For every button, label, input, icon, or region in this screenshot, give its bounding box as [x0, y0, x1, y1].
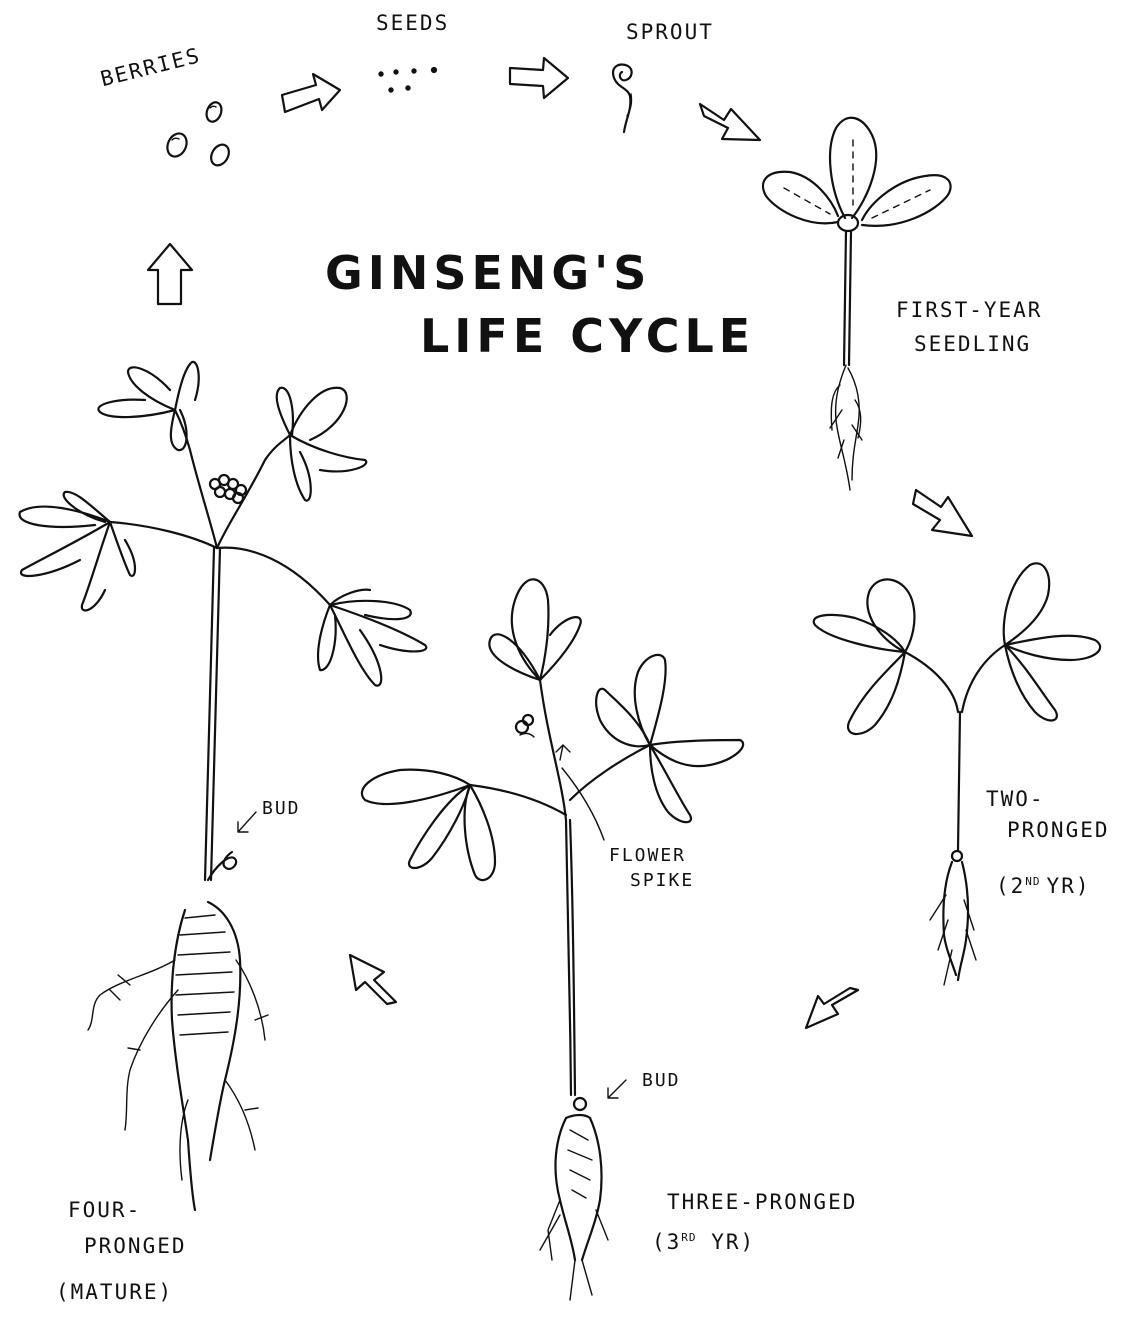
flower-spike-pointer	[562, 768, 604, 840]
label-two-pronged-year-post: YR)	[1047, 874, 1091, 898]
two-pronged-plant-illustration	[814, 563, 1100, 985]
label-bud-three: BUD	[642, 1070, 681, 1092]
label-two-pronged-year-sup: ND	[1025, 875, 1040, 888]
diagram-title-line1: GINSENG'S	[325, 250, 651, 296]
label-three-pronged-year-sup: RD	[681, 1231, 696, 1244]
label-seedling-line2: SEEDLING	[914, 332, 1031, 357]
label-flower-spike-line2: SPIKE	[630, 870, 694, 892]
label-two-pronged-year-pre: (2	[996, 874, 1025, 898]
bud-pointer-three	[608, 1080, 626, 1098]
label-seeds: SEEDS	[376, 11, 449, 36]
label-flower-spike-line1: FLOWER	[609, 845, 686, 867]
label-two-pronged-line2: PRONGED	[1007, 818, 1110, 843]
arrow-sprout-to-seedling	[700, 104, 760, 140]
sprout-illustration	[613, 65, 632, 133]
label-three-pronged-year-pre: (3	[652, 1230, 681, 1254]
label-four-pronged-line2: PRONGED	[84, 1234, 187, 1259]
seeds-illustration	[379, 67, 437, 92]
arrow-three-to-four-pronged	[350, 955, 396, 1004]
arrow-two-to-three-pronged	[806, 988, 858, 1028]
arrow-four-pronged-to-berries	[148, 244, 192, 304]
arrow-berries-to-seeds	[282, 74, 340, 112]
berries-illustration	[164, 100, 233, 168]
label-three-pronged-line2: (3RD YR)	[652, 1230, 755, 1255]
label-three-pronged-year-post: YR)	[697, 1230, 756, 1254]
label-two-pronged-line3: (2ND YR)	[996, 874, 1090, 899]
label-four-pronged-line1: FOUR-	[68, 1198, 141, 1223]
label-bud-mature: BUD	[262, 798, 301, 820]
diagram-title-line2: LIFE CYCLE	[420, 313, 755, 359]
label-three-pronged-line1: THREE-PRONGED	[667, 1190, 857, 1215]
label-two-pronged-line1: TWO-	[986, 787, 1045, 812]
label-seedling-line1: FIRST-YEAR	[896, 298, 1042, 323]
arrow-seeds-to-sprout	[510, 58, 568, 98]
bud-pointer-mature	[238, 812, 256, 832]
arrow-seedling-to-two-pronged	[913, 490, 972, 536]
label-four-pronged-line3: (MATURE)	[56, 1280, 173, 1305]
label-sprout: SPROUT	[626, 20, 714, 45]
